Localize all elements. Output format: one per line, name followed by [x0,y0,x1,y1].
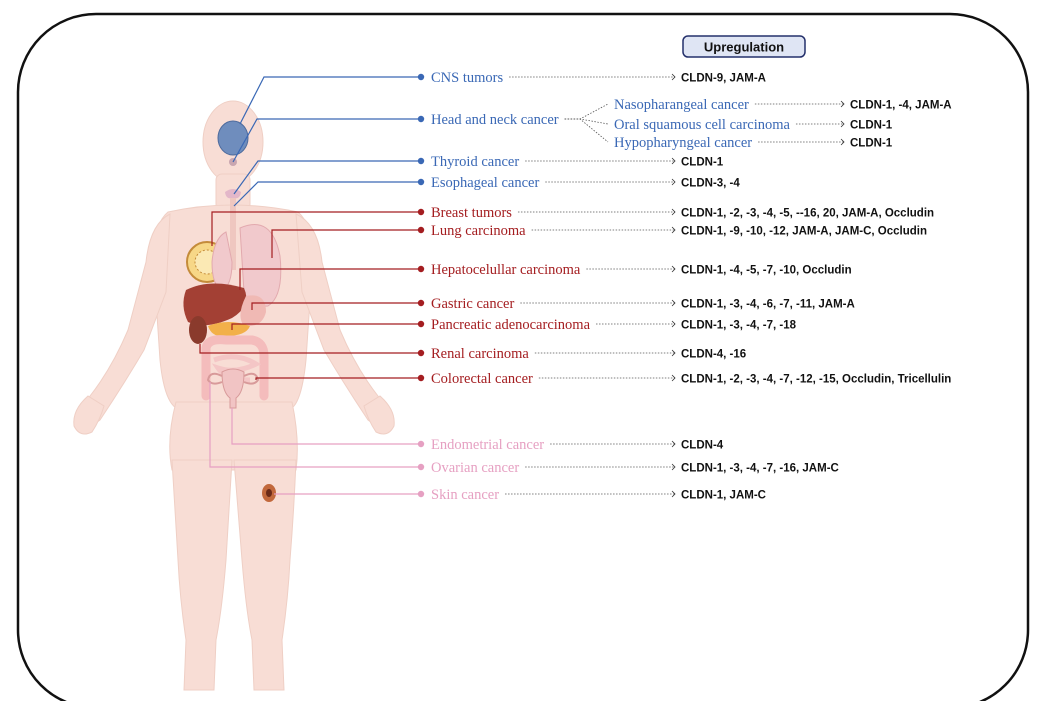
markers-thyroid: CLDN-1 [681,157,724,169]
markers-skin: CLDN-1, JAM-C [681,490,766,502]
label-dot-gastric [418,300,424,306]
subtype-label-2: Hypopharyngeal cancer [614,135,752,151]
upregulation-label: Upregulation [704,40,784,55]
cancer-label-endometrial: Endometrial cancer [431,437,544,453]
label-dot-pancreatic [418,321,424,327]
label-dot-endometrial [418,441,424,447]
cancer-label-cns: CNS tumors [431,70,503,86]
label-dot-liver [418,266,424,272]
cancer-label-ovarian: Ovarian cancer [431,460,519,476]
label-dot-esophageal [418,179,424,185]
label-dot-breast [418,209,424,215]
markers-colorectal: CLDN-1, -2, -3, -4, -7, -12, -15, Occlud… [681,374,951,386]
markers-ovarian: CLDN-1, -3, -4, -7, -16, JAM-C [681,463,839,475]
cancer-label-pancreatic: Pancreatic adenocarcinoma [431,317,591,333]
subtype-label-1: Oral squamous cell carcinoma [614,117,791,133]
cancer-label-skin: Skin cancer [431,487,499,503]
label-dot-cns [418,74,424,80]
markers-esophageal: CLDN-3, -4 [681,178,740,190]
cancer-label-liver: Hepatocelullar carcinoma [431,262,581,278]
markers-renal: CLDN-4, -16 [681,349,746,361]
cancer-label-breast: Breast tumors [431,205,512,221]
markers-endometrial: CLDN-4 [681,440,724,452]
subtype-label-0: Nasopharangeal cancer [614,97,749,113]
kidney-icon [189,316,207,344]
cancer-label-lung: Lung carcinoma [431,223,526,239]
markers-liver: CLDN-1, -4, -5, -7, -10, Occludin [681,265,852,277]
brain-icon [218,121,248,155]
label-dot-ovarian [418,464,424,470]
cancer-label-gastric: Gastric cancer [431,296,514,312]
cancer-label-esophageal: Esophageal cancer [431,175,539,191]
cancer-label-renal: Renal carcinoma [431,346,529,362]
label-dot-thyroid [418,158,424,164]
upregulation-header: Upregulation [683,36,805,57]
label-dot-head-neck [418,116,424,122]
subtype-markers-0: CLDN-1, -4, JAM-A [850,100,952,112]
subtype-markers-1: CLDN-1 [850,120,893,132]
label-dot-renal [418,350,424,356]
cancer-label-head-neck: Head and neck cancer [431,112,559,128]
markers-breast: CLDN-1, -2, -3, -4, -5, --16, 20, JAM-A,… [681,208,934,220]
cancer-label-thyroid: Thyroid cancer [431,154,519,170]
subtype-markers-2: CLDN-1 [850,138,893,150]
markers-gastric: CLDN-1, -3, -4, -6, -7, -11, JAM-A [681,299,855,311]
label-dot-skin [418,491,424,497]
markers-cns: CLDN-9, JAM-A [681,73,766,85]
label-dot-colorectal [418,375,424,381]
markers-pancreatic: CLDN-1, -3, -4, -7, -18 [681,320,797,332]
cancer-label-colorectal: Colorectal cancer [431,371,533,387]
markers-lung: CLDN-1, -9, -10, -12, JAM-A, JAM-C, Occl… [681,226,927,238]
label-dot-lung [418,227,424,233]
